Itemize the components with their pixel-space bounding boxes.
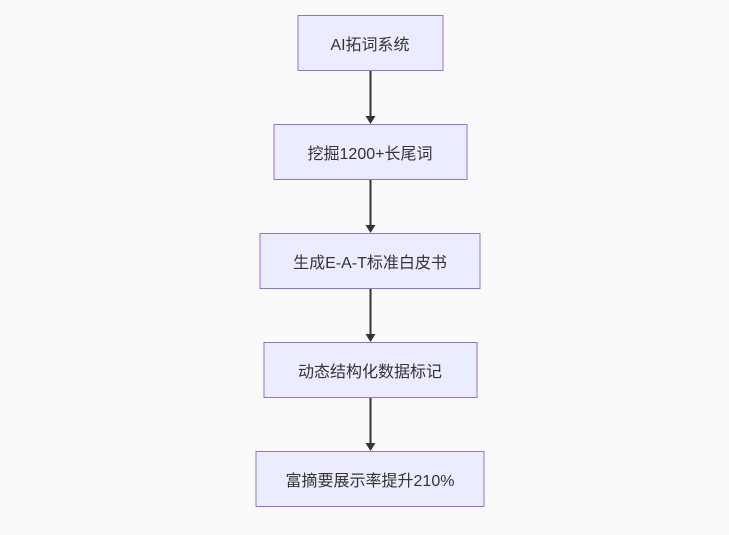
flow-arrow-4 [364, 398, 376, 451]
arrow-line [369, 71, 371, 117]
flow-node-longtail-mining: 挖掘1200+长尾词 [273, 124, 467, 180]
arrow-head-icon [365, 334, 375, 342]
arrow-head-icon [365, 443, 375, 451]
flow-node-label: 动态结构化数据标记 [297, 364, 442, 381]
flow-arrow-1 [364, 71, 376, 124]
flow-node-ai-word-expansion: AI拓词系统 [297, 15, 443, 71]
flow-node-label: 生成E-A-T标准白皮书 [293, 255, 447, 272]
flow-node-eat-whitepaper: 生成E-A-T标准白皮书 [259, 233, 481, 289]
flow-node-label: AI拓词系统 [330, 37, 410, 54]
arrow-line [369, 180, 371, 226]
flow-node-structured-data: 动态结构化数据标记 [263, 342, 477, 398]
arrow-head-icon [365, 225, 375, 233]
flow-arrow-3 [364, 289, 376, 342]
arrow-head-icon [365, 116, 375, 124]
flow-node-rich-snippet-result: 富摘要展示率提升210% [255, 451, 485, 507]
flow-node-label: 挖掘1200+长尾词 [307, 146, 433, 163]
arrow-line [369, 398, 371, 444]
flow-node-label: 富摘要展示率提升210% [285, 473, 455, 490]
flow-arrow-2 [364, 180, 376, 233]
arrow-line [369, 289, 371, 335]
flowchart: AI拓词系统 挖掘1200+长尾词 生成E-A-T标准白皮书 动态结构化数据标记 [255, 15, 485, 507]
